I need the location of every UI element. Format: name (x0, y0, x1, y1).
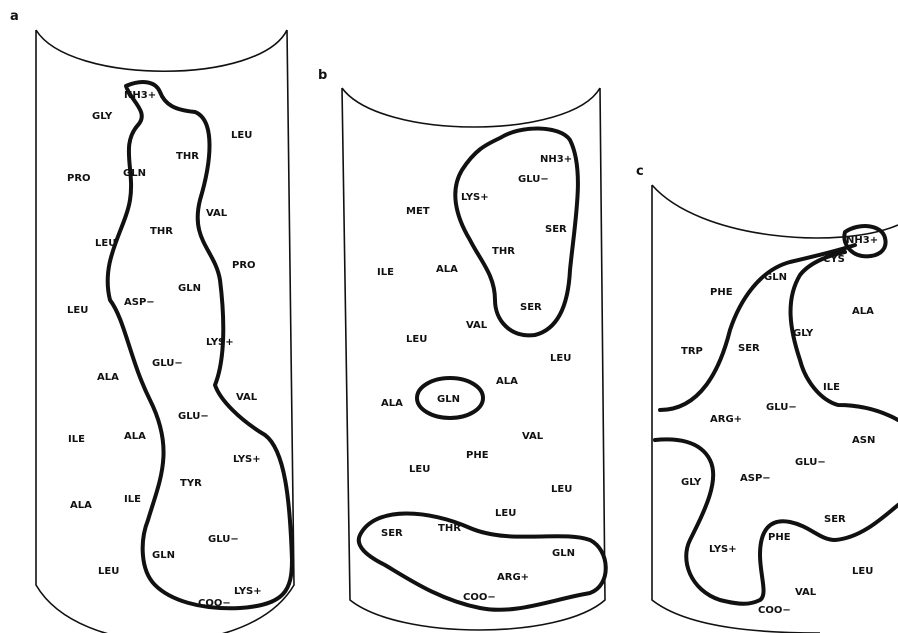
residue-a-27: GLN (152, 550, 175, 561)
residue-a-11: LEU (67, 305, 88, 316)
residue-a-20: ALA (124, 431, 146, 442)
panel-c-lower-boundary (655, 439, 898, 603)
residue-a-10: PRO (232, 260, 256, 271)
residue-c-10: ARG+ (710, 414, 742, 425)
panel-b: b NH3+ GLU− MET LYS+ SER THR ILE ALA SER… (318, 68, 606, 630)
residue-b-1: NH3+ (540, 154, 572, 165)
residue-b-18: LEU (409, 464, 430, 475)
residue-c-9: ILE (823, 382, 840, 393)
residue-b-21: SER (381, 528, 403, 539)
residue-a-17: VAL (236, 392, 258, 403)
residue-b-9: SER (520, 302, 542, 313)
residue-b-8: ALA (436, 264, 458, 275)
residue-c-11: GLU− (766, 402, 797, 413)
residue-b-16: VAL (522, 431, 544, 442)
panel-a-cylinder (36, 30, 294, 633)
residue-a-8: VAL (206, 208, 228, 219)
panel-b-letter: b (318, 68, 327, 83)
residue-c-18: PHE (768, 532, 791, 543)
residue-b-12: LEU (550, 353, 571, 364)
residue-c-20: VAL (795, 587, 817, 598)
residue-b-2: GLU− (518, 174, 549, 185)
residue-b-25: COO− (463, 592, 496, 603)
residue-b-19: LEU (551, 484, 572, 495)
residue-a-23: ILE (124, 494, 141, 505)
residue-a-14: LYS+ (206, 337, 234, 348)
panel-c: c NH3+ CYS GLN PHE ALA GLY TRP SER ILE A… (636, 164, 898, 633)
residue-c-17: LYS+ (709, 544, 737, 555)
residue-c-12: ASN (852, 435, 875, 446)
residue-c-13: GLU− (795, 457, 826, 468)
residue-c-6: GLY (793, 328, 814, 339)
residue-a-16: GLU− (152, 358, 183, 369)
panel-a-letter: a (10, 9, 19, 24)
residue-b-10: VAL (466, 320, 488, 331)
residue-a-18: GLU− (178, 411, 209, 422)
residue-a-29: COO− (198, 598, 231, 609)
residue-b-7: ILE (377, 267, 394, 278)
residue-c-14: GLY (681, 477, 702, 488)
panel-a: a NH3+ GLY LEU PRO GLN THR THR VAL LEU P… (10, 9, 294, 633)
residue-c-1: NH3+ (846, 235, 878, 246)
residue-a-15: ALA (97, 372, 119, 383)
residue-a-9: LEU (95, 238, 116, 249)
residue-b-6: THR (492, 246, 515, 257)
residue-b-4: LYS+ (461, 192, 489, 203)
residue-b-14: GLN (437, 394, 460, 405)
residue-a-2: GLY (92, 111, 113, 122)
panel-a-boundary (108, 82, 292, 608)
residue-a-28: LYS+ (234, 586, 262, 597)
residue-a-22: ALA (70, 500, 92, 511)
residue-c-2: CYS (823, 254, 845, 265)
residue-c-4: PHE (710, 287, 733, 298)
residue-a-1: NH3+ (124, 90, 156, 101)
residue-a-7: THR (150, 226, 173, 237)
panel-c-letter: c (636, 164, 644, 179)
residue-c-5: ALA (852, 306, 874, 317)
residue-a-4: PRO (67, 173, 91, 184)
residue-a-5: GLN (123, 168, 146, 179)
residue-a-6: THR (176, 151, 199, 162)
residue-b-24: ARG+ (497, 572, 529, 583)
residue-c-7: TRP (681, 346, 703, 357)
residue-b-13: ALA (496, 376, 518, 387)
residue-c-3: GLN (764, 272, 787, 283)
residue-c-16: SER (824, 514, 846, 525)
residue-a-12: ASP− (124, 297, 155, 308)
residue-b-15: ALA (381, 398, 403, 409)
residue-b-3: MET (406, 206, 430, 217)
residue-a-3: LEU (231, 130, 252, 141)
residue-b-22: THR (438, 523, 461, 534)
residue-a-19: ILE (68, 434, 85, 445)
residue-a-21: LYS+ (233, 454, 261, 465)
residue-b-23: GLN (552, 548, 575, 559)
residue-b-17: PHE (466, 450, 489, 461)
residue-c-19: LEU (852, 566, 873, 577)
residue-a-25: GLU− (208, 534, 239, 545)
residue-b-11: LEU (406, 334, 427, 345)
residue-c-15: ASP− (740, 473, 771, 484)
residue-b-20: LEU (495, 508, 516, 519)
residue-c-21: COO− (758, 605, 791, 616)
residue-c-8: SER (738, 343, 760, 354)
residue-a-26: LEU (98, 566, 119, 577)
residue-a-24: TYR (180, 478, 202, 489)
residue-a-13: GLN (178, 283, 201, 294)
residue-b-5: SER (545, 224, 567, 235)
